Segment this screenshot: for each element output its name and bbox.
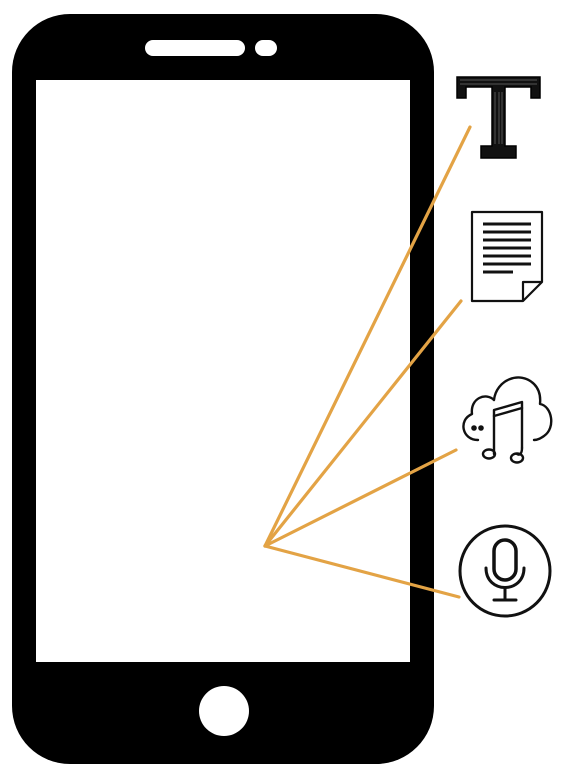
connector-voice bbox=[263, 544, 461, 599]
microphone-icon bbox=[458, 524, 552, 618]
front-camera bbox=[255, 40, 277, 56]
connector-lines bbox=[263, 125, 472, 599]
smartphone bbox=[12, 14, 434, 764]
home-button bbox=[199, 686, 249, 736]
text-icon bbox=[456, 76, 541, 159]
connector-document bbox=[263, 299, 463, 548]
document-icon bbox=[470, 210, 544, 303]
cloud-music-icon bbox=[462, 376, 553, 464]
speaker-slot bbox=[145, 40, 245, 56]
connector-music bbox=[263, 448, 458, 548]
connector-text bbox=[263, 125, 472, 548]
phone-screen bbox=[36, 80, 410, 662]
